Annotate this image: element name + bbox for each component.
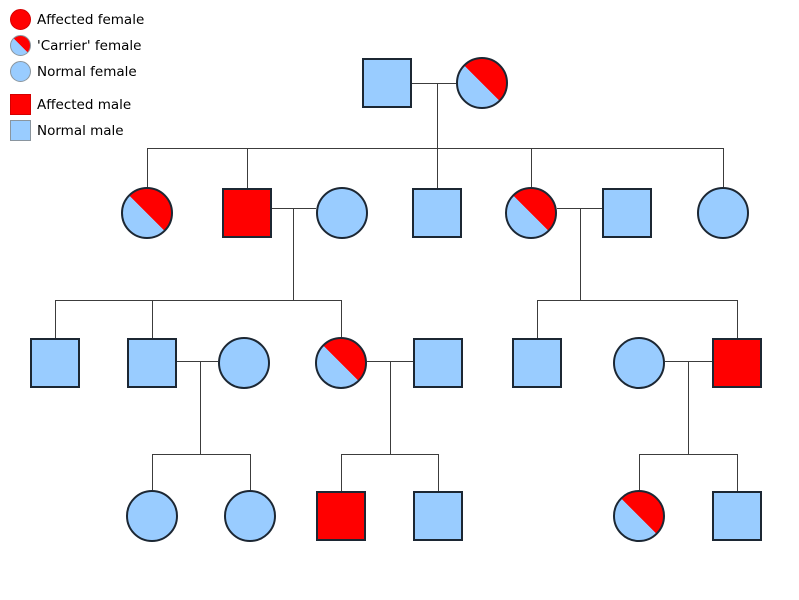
gen2-husband-of-daughter2-normal-male xyxy=(602,188,652,238)
gen4-son3-normal-male xyxy=(712,491,762,541)
connector-line xyxy=(200,361,201,454)
connector-line xyxy=(639,454,640,490)
gen3-wife-of-son2-normal-female xyxy=(218,337,270,389)
gen1-father-normal-male xyxy=(362,58,412,108)
connector-line xyxy=(341,454,342,491)
gen1-mother-carrier-female xyxy=(456,57,508,109)
connector-line xyxy=(55,300,56,338)
connector-line xyxy=(177,361,218,362)
connector-line xyxy=(437,83,438,188)
gen2-daughter3-normal-female xyxy=(697,187,749,239)
gen4-daughter3-carrier-female xyxy=(613,490,665,542)
connector-line xyxy=(537,300,737,301)
connector-line xyxy=(737,300,738,338)
gen3-son3-normal-male xyxy=(512,338,562,388)
connector-line xyxy=(531,148,532,187)
connector-line xyxy=(737,454,738,491)
connector-line xyxy=(537,300,538,338)
gen3-son2-normal-male xyxy=(127,338,177,388)
legend-label: Affected female xyxy=(37,11,145,28)
gen4-son1-affected-male xyxy=(316,491,366,541)
legend-label: Normal male xyxy=(37,122,124,139)
gen3-son4-affected-male xyxy=(712,338,762,388)
affected-female-icon xyxy=(10,9,31,30)
connector-line xyxy=(341,454,438,455)
connector-line xyxy=(55,300,341,301)
gen4-daughter1-normal-female xyxy=(126,490,178,542)
connector-line xyxy=(152,300,153,338)
connector-line xyxy=(250,454,251,490)
gen4-daughter2-normal-female xyxy=(224,490,276,542)
legend-item: Affected male xyxy=(10,94,144,115)
legend-label: 'Carrier' female xyxy=(37,37,142,54)
connector-line xyxy=(247,148,248,188)
connector-line xyxy=(152,454,153,490)
legend-item: Affected female xyxy=(10,9,144,30)
connector-line xyxy=(272,208,316,209)
affected-male-icon xyxy=(10,94,31,115)
gen2-wife-of-son1-normal-female xyxy=(316,187,368,239)
connector-line xyxy=(412,83,456,84)
legend-item: Normal male xyxy=(10,120,144,141)
carrier-female-icon xyxy=(10,35,31,56)
connector-line xyxy=(557,208,602,209)
connector-line xyxy=(580,208,581,300)
gen3-son1-normal-male xyxy=(30,338,80,388)
connector-line xyxy=(723,148,724,187)
gen3-wife-of-son4-normal-female xyxy=(613,337,665,389)
legend-label: Affected male xyxy=(37,96,132,113)
connector-line xyxy=(390,361,391,454)
connector-line xyxy=(147,148,148,187)
gen4-son2-normal-male xyxy=(413,491,463,541)
gen2-daughter2-carrier-female xyxy=(505,187,557,239)
connector-line xyxy=(341,300,342,337)
normal-male-icon xyxy=(10,120,31,141)
connector-line xyxy=(438,454,439,491)
gen2-son2-normal-male xyxy=(412,188,462,238)
connector-line xyxy=(639,454,737,455)
gen2-son1-affected-male xyxy=(222,188,272,238)
connector-line xyxy=(293,208,294,300)
legend-item: Normal female xyxy=(10,61,144,82)
normal-female-icon xyxy=(10,61,31,82)
connector-line xyxy=(147,148,723,149)
gen3-daughter1-carrier-female xyxy=(315,337,367,389)
gen3-husband-of-daughter1-normal-male xyxy=(413,338,463,388)
gen2-daughter1-carrier-female xyxy=(121,187,173,239)
legend-item: 'Carrier' female xyxy=(10,35,144,56)
legend-label: Normal female xyxy=(37,63,137,80)
connector-line xyxy=(688,361,689,454)
connector-line xyxy=(152,454,250,455)
